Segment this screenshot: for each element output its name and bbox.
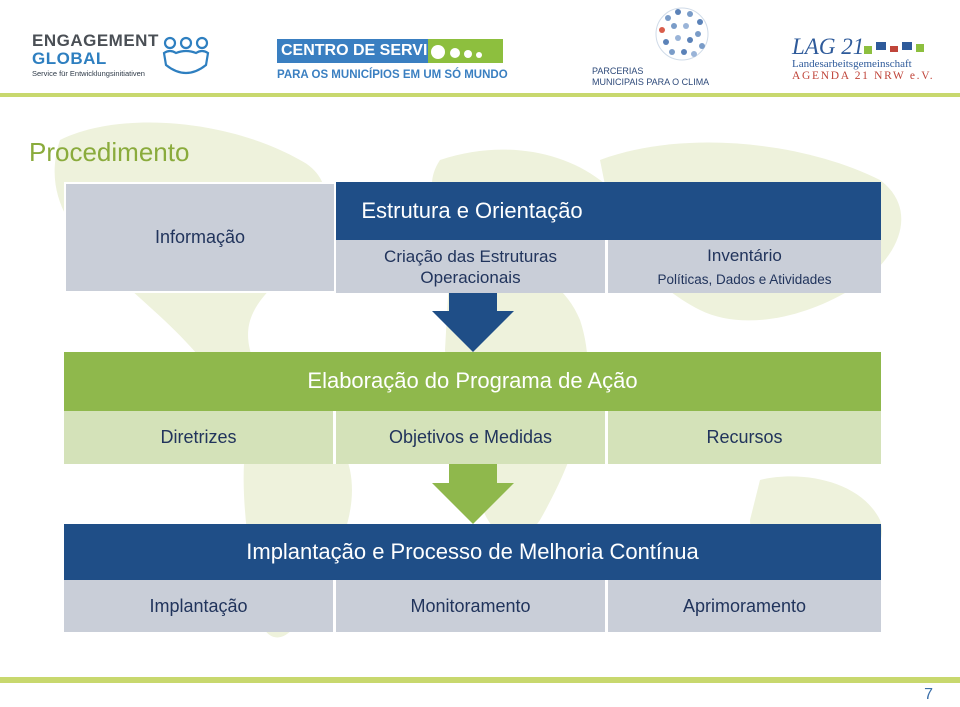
block1-cell-inventario-sub: Políticas, Dados e Atividades [657,272,832,287]
people-group-icon [162,36,210,75]
block2-cell-objetivos: Objetivos e Medidas [336,411,608,464]
block3-cell-monitoramento: Monitoramento [336,580,608,632]
globe-dots-icon [655,7,709,61]
block3-row: Implantação Monitoramento Aprimoramento [64,580,881,632]
engagement-global-line1: ENGAGEMENT [32,31,159,50]
centro-banner: CENTRO DE SERVIÇOS [277,39,503,63]
slide-title: Procedimento [29,137,190,167]
block2-cell-diretrizes: Diretrizes [64,411,336,464]
block1-header: Estrutura e Orientação [336,182,881,240]
block3-cell-implantacao: Implantação [64,580,336,632]
down-arrow-icon [432,464,514,524]
flag-squares-icon [864,42,924,54]
parcerias-line1: PARCERIAS [592,66,644,76]
lag21-title: LAG 21 [792,34,865,59]
lag21-logo: LAG 21 Landesarbeitsgemeinschaft AGENDA … [792,34,935,83]
engagement-global-tagline: Service für Entwicklungsinitiativen [32,69,145,78]
centro-title: CENTRO DE SERVIÇOS [281,42,463,59]
block1-cell-inventario: Inventário Políticas, Dados e Atividades [608,240,881,293]
block3-header: Implantação e Processo de Melhoria Contí… [64,524,881,580]
parcerias-municipais-logo: PARCERIAS MUNICIPAIS PARA O CLIMA [592,4,722,88]
parcerias-line2: MUNICIPAIS PARA O CLIMA [592,77,710,87]
engagement-global-line2: GLOBAL [32,49,107,68]
logo-header: ENGAGEMENT GLOBAL Service für Entwicklun… [0,0,960,96]
centro-subtitle: PARA OS MUNICÍPIOS EM UM SÓ MUNDO [277,69,508,81]
block2-header-text: Elaboração do Programa de Ação [307,368,638,393]
block3-cell-aprimoramento: Aprimoramento [608,580,881,632]
down-arrow-icon [432,293,514,352]
info-cell: Informação [64,182,336,293]
block1-header-text: Estrutura e Orientação [361,198,583,223]
block1-cell-estruturas-label: Criação das Estruturas Operacionais [384,246,557,287]
footer-divider [0,677,960,683]
block1-cell-estruturas: Criação das Estruturas Operacionais [336,240,608,293]
block2-cell-recursos: Recursos [608,411,881,464]
header-divider [0,93,960,97]
lag21-subtitle: Landesarbeitsgemeinschaft [792,58,912,70]
dots-icon [428,39,503,63]
block2-row: Diretrizes Objetivos e Medidas Recursos [64,411,881,464]
block3-header-text: Implantação e Processo de Melhoria Contí… [246,539,699,564]
centro-de-servicos-logo: CENTRO DE SERVIÇOS PARA OS MUNICÍPIOS EM… [277,39,508,81]
parcerias-text: PARCERIAS MUNICIPAIS PARA O CLIMA [592,66,709,88]
block1-row: Criação das Estruturas Operacionais Inve… [336,240,881,293]
page-number: 7 [924,686,933,703]
block2-header: Elaboração do Programa de Ação [64,352,881,411]
block1-cell-inventario-label: Inventário [707,246,782,265]
engagement-global-logo: ENGAGEMENT GLOBAL Service für Entwicklun… [32,32,159,80]
lag21-agenda: AGENDA 21 NRW e.V. [792,70,935,82]
